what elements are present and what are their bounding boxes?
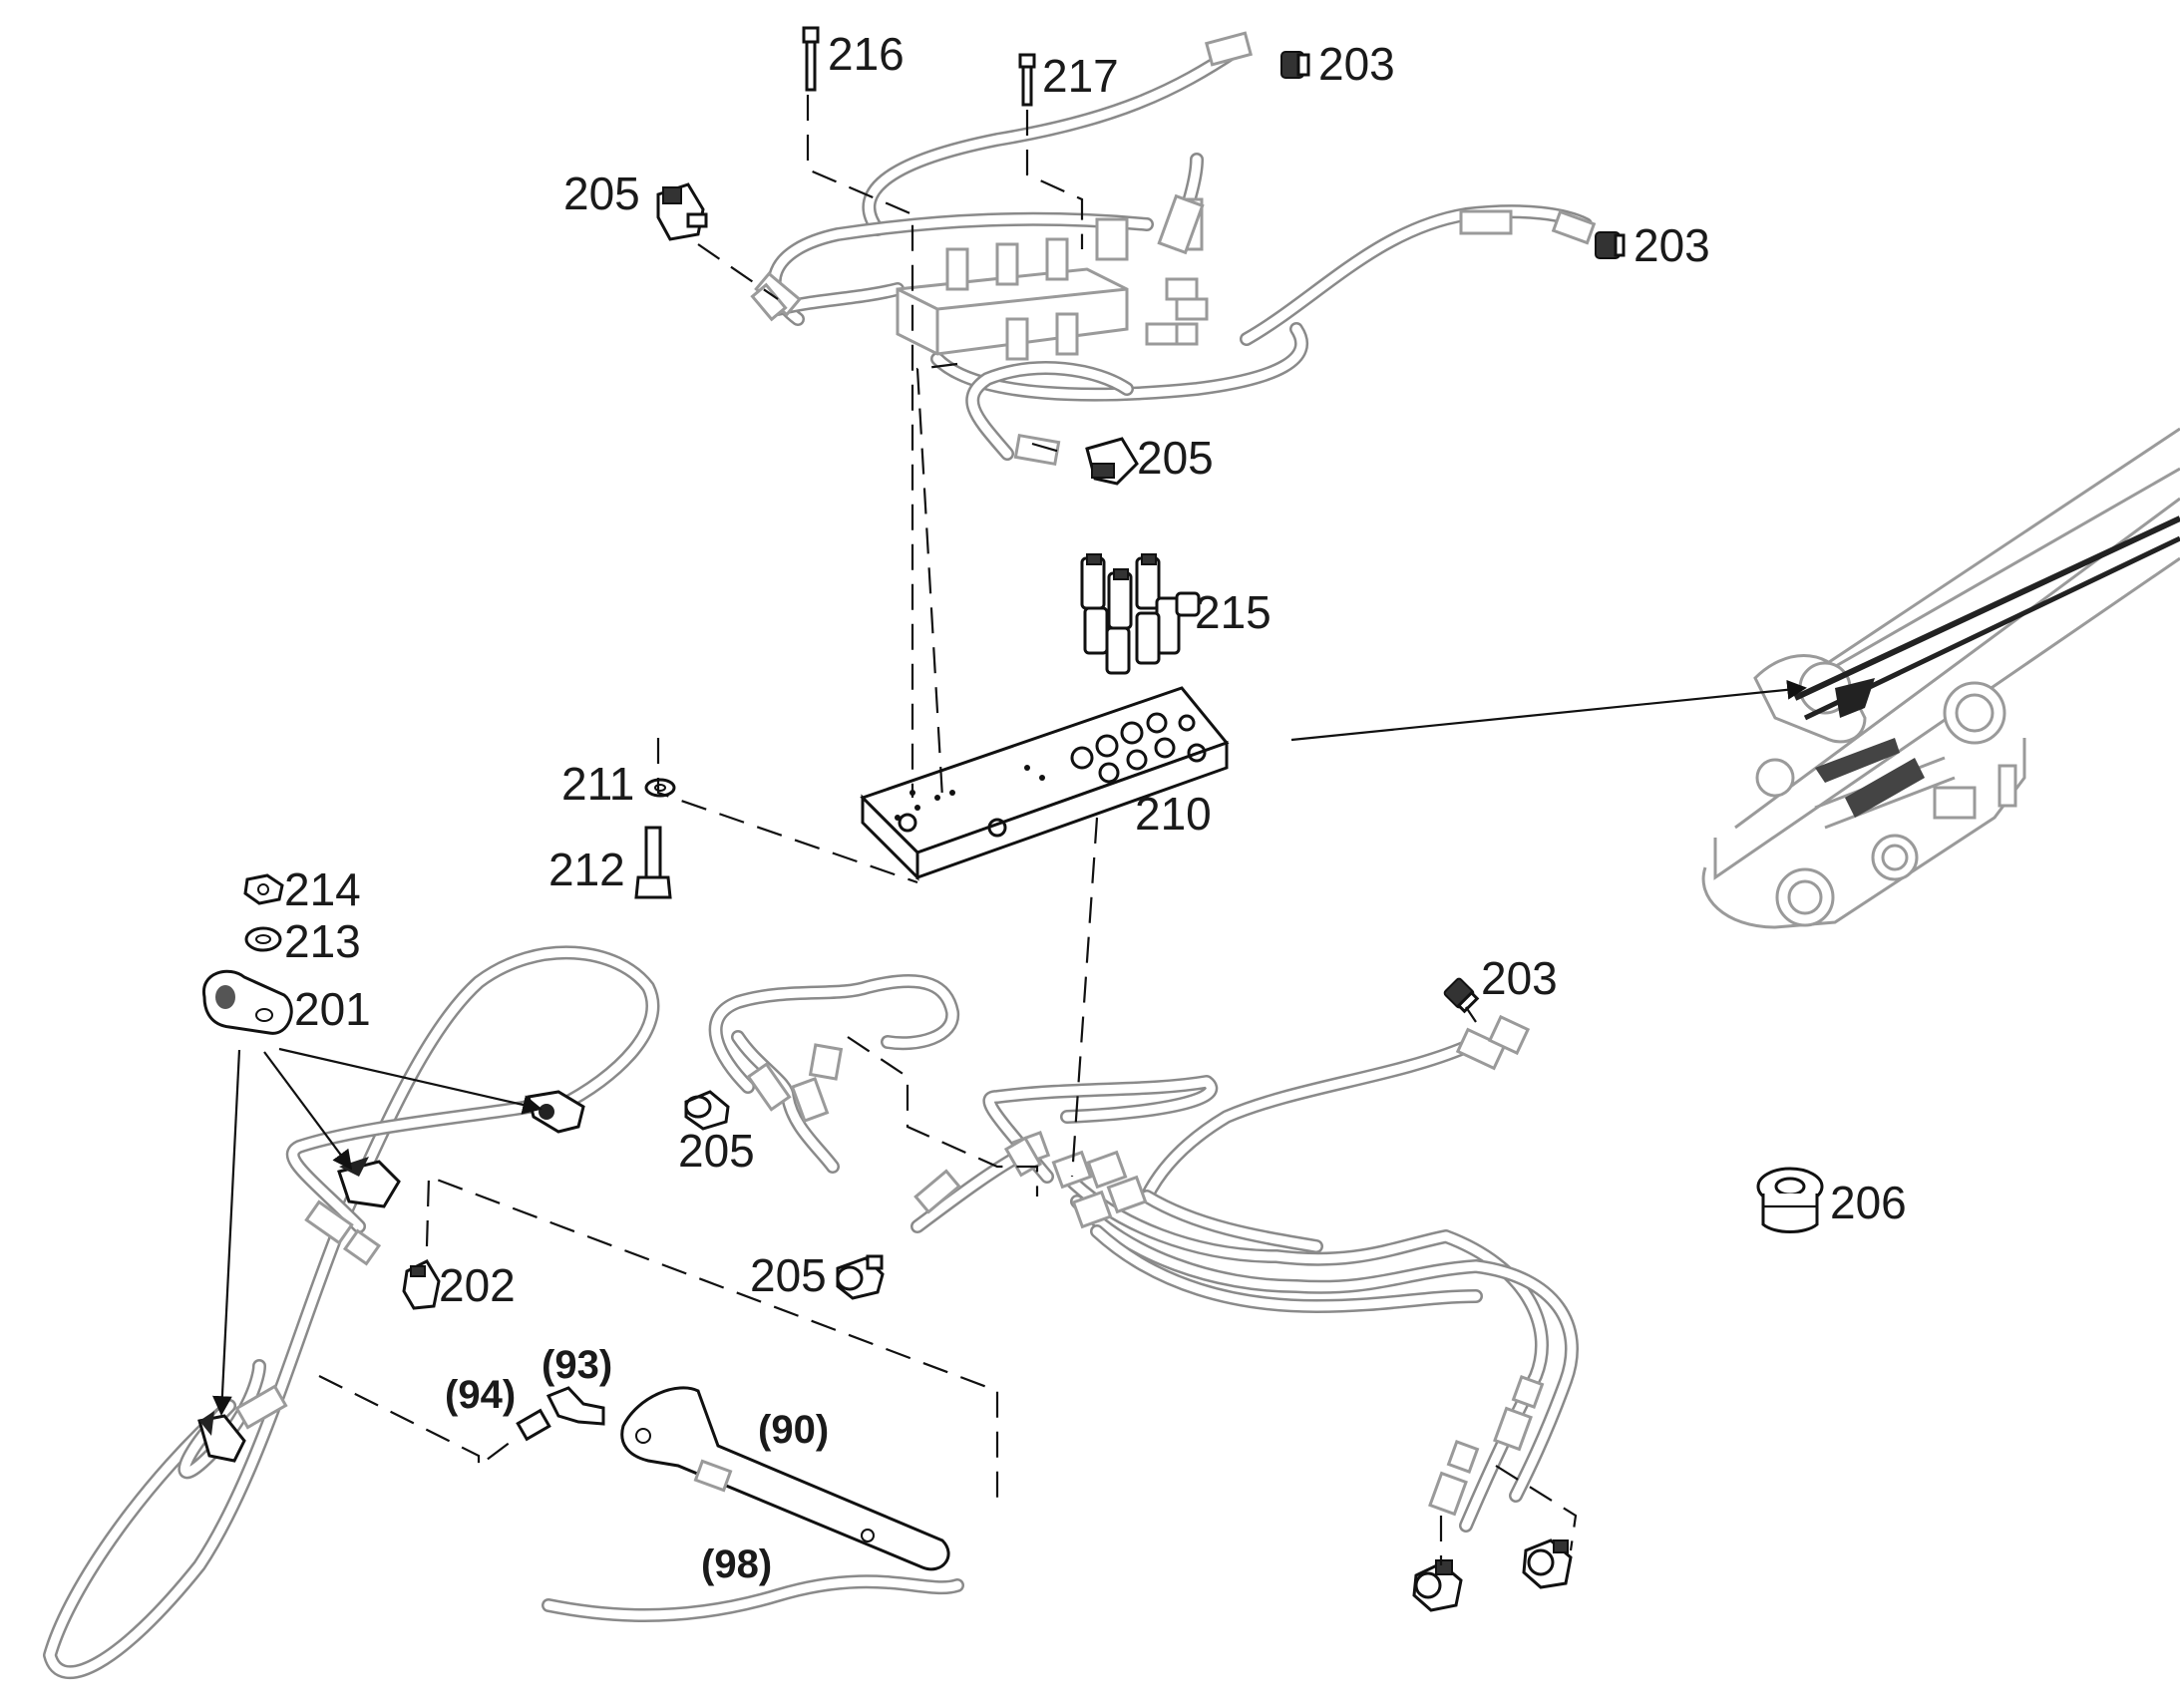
bolt-216 bbox=[802, 26, 820, 92]
callout-90: (90) bbox=[758, 1408, 829, 1452]
callout-205-left: 205 bbox=[678, 1125, 755, 1177]
elbow-fitting-bottom-right-b bbox=[1522, 1538, 1573, 1589]
hose-fitting bbox=[1446, 1440, 1480, 1474]
fitting-202 bbox=[402, 1259, 441, 1310]
hose-fitting bbox=[1157, 193, 1205, 255]
callout-212: 212 bbox=[548, 844, 625, 895]
top-hoses bbox=[767, 43, 1593, 461]
callout-203-top: 203 bbox=[1318, 38, 1395, 90]
callout-203-right: 203 bbox=[1634, 219, 1710, 271]
callout-211: 211 bbox=[561, 758, 634, 810]
leader-lines bbox=[211, 679, 1807, 1416]
hose-fitting bbox=[746, 1062, 792, 1112]
callout-213: 213 bbox=[284, 915, 361, 967]
washer-213 bbox=[244, 926, 282, 952]
hose-fitting bbox=[790, 1077, 830, 1123]
callout-203-mid: 203 bbox=[1481, 952, 1558, 1004]
fitting-93 bbox=[545, 1386, 605, 1426]
hose-fitting bbox=[1428, 1471, 1468, 1517]
callout-205-center: 205 bbox=[750, 1249, 827, 1301]
cap-203-mid bbox=[1443, 977, 1480, 1014]
callout-202: 202 bbox=[439, 1259, 516, 1311]
hose-fitting bbox=[1204, 31, 1254, 67]
cap-203-right bbox=[1595, 231, 1626, 259]
hose-fitting bbox=[1511, 1375, 1545, 1409]
callout-214: 214 bbox=[284, 863, 361, 915]
callout-labels: 216 217 203 203 205 205 215 210 211 212 … bbox=[284, 28, 1907, 1586]
control-valve-block bbox=[896, 197, 1209, 361]
callout-93: (93) bbox=[542, 1343, 612, 1387]
hose-fitting bbox=[913, 1169, 961, 1214]
hose-fitting bbox=[304, 1199, 354, 1245]
callout-205-topleft: 205 bbox=[563, 168, 640, 219]
elbow-fitting-205-topleft bbox=[656, 182, 708, 241]
hose-fitting bbox=[234, 1384, 288, 1430]
callout-206: 206 bbox=[1830, 1177, 1907, 1228]
callout-205-mid: 205 bbox=[1137, 432, 1214, 484]
hose-fitting bbox=[1455, 1027, 1507, 1071]
center-hoses bbox=[708, 974, 1579, 1533]
hose-fitting bbox=[1013, 433, 1061, 467]
clip-on-hose-middle bbox=[337, 1157, 401, 1208]
elbow-fitting-205-mid bbox=[1085, 437, 1139, 486]
nut-214 bbox=[243, 873, 284, 905]
bolt-217 bbox=[1018, 53, 1036, 107]
callout-216: 216 bbox=[828, 28, 905, 80]
hose-fitting bbox=[1487, 1014, 1531, 1056]
hose-fitting bbox=[1086, 1150, 1128, 1190]
mounting-plate-210 bbox=[860, 686, 1230, 881]
bracket-90 bbox=[620, 1386, 950, 1571]
cap-203-top bbox=[1280, 51, 1310, 79]
hose-fitting bbox=[342, 1228, 382, 1266]
bolt-212 bbox=[634, 826, 672, 899]
fittings-215 bbox=[1080, 553, 1201, 675]
washer-211 bbox=[644, 778, 676, 798]
left-hose-loop bbox=[43, 945, 964, 1679]
elbow-fitting-205-center bbox=[836, 1254, 885, 1300]
top-valve-assembly bbox=[754, 31, 1597, 467]
callout-94: (94) bbox=[445, 1373, 516, 1417]
hose-fitting bbox=[1493, 1406, 1533, 1452]
callout-215: 215 bbox=[1195, 586, 1272, 638]
hose-fitting bbox=[1071, 1190, 1113, 1229]
elbow-fitting-205-left bbox=[684, 1090, 730, 1131]
plug-206 bbox=[1756, 1167, 1824, 1233]
callout-201: 201 bbox=[294, 983, 371, 1035]
clip-on-hose-lower bbox=[197, 1411, 246, 1463]
clamp-201 bbox=[202, 969, 293, 1035]
hose-fitting bbox=[808, 1043, 844, 1081]
adapter bbox=[750, 282, 788, 322]
elbow-fitting-bottom-right-a bbox=[1412, 1559, 1463, 1612]
callout-98: (98) bbox=[701, 1542, 772, 1586]
hose-fitting bbox=[1106, 1175, 1148, 1214]
hose-fitting bbox=[1551, 209, 1597, 245]
alignment-lines bbox=[318, 95, 1578, 1565]
callout-217: 217 bbox=[1042, 50, 1119, 102]
hose-fitting bbox=[1051, 1150, 1093, 1190]
hose-fitting bbox=[1459, 209, 1513, 235]
boom-detail bbox=[1701, 427, 2180, 929]
callout-210: 210 bbox=[1135, 788, 1212, 840]
fitting-94 bbox=[516, 1408, 551, 1442]
